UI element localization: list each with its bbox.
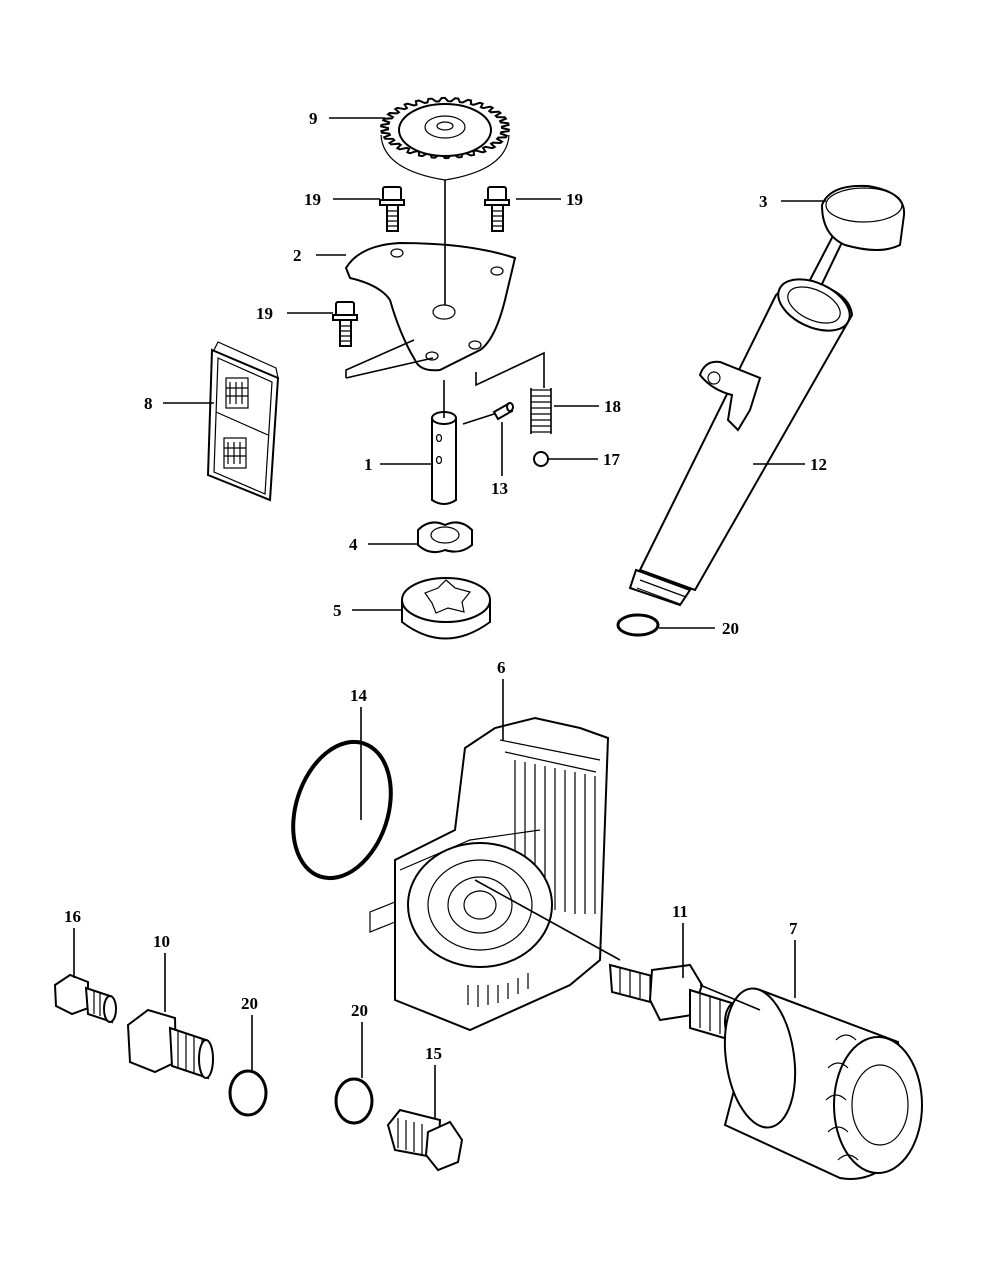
drive-gear-part-9 [379, 96, 511, 181]
pin-part-13 [492, 402, 514, 421]
o-ring-part-20-tube [616, 613, 660, 637]
bolt-part-19-left [379, 186, 405, 232]
ball-part-17 [533, 451, 549, 467]
callout-16: 16 [64, 907, 81, 926]
callout-19-lower: 19 [256, 304, 273, 323]
callout-7: 7 [789, 919, 798, 938]
pump-cover-plate-part-2 [344, 241, 517, 372]
callout-2: 2 [293, 246, 302, 265]
callout-12: 12 [810, 455, 827, 474]
spring-part-18 [530, 388, 552, 434]
callout-4: 4 [349, 535, 358, 554]
o-ring-part-20-right [334, 1077, 374, 1125]
callout-20-left: 20 [241, 994, 258, 1013]
drain-plug-part-15 [386, 1108, 464, 1172]
callout-19-upper-left: 19 [304, 190, 321, 209]
callout-9: 9 [309, 109, 318, 128]
oil-strainer-part-8 [206, 341, 280, 502]
callout-11: 11 [672, 902, 688, 921]
outer-rotor-part-5 [401, 577, 491, 640]
callout-14: 14 [350, 686, 368, 705]
callout-1: 1 [364, 455, 373, 474]
bolt-part-19-lower [332, 301, 358, 347]
o-ring-part-20-left [228, 1069, 268, 1117]
callout-6: 6 [497, 658, 506, 677]
callout-8: 8 [144, 394, 153, 413]
callout-15: 15 [425, 1044, 442, 1063]
pump-shaft-part-1 [431, 411, 457, 505]
bolt-part-19-right [484, 186, 510, 232]
oil-filter-part-7 [723, 987, 923, 1180]
fitting-part-10 [126, 1008, 214, 1080]
callout-labels: 9 19 19 2 19 8 1 13 18 17 4 5 3 12 20 14… [64, 109, 827, 1063]
callout-18: 18 [604, 397, 621, 416]
callout-13: 13 [491, 479, 508, 498]
callout-20-right: 20 [351, 1001, 368, 1020]
callout-20-tube: 20 [722, 619, 739, 638]
union-fitting-part-11 [608, 963, 746, 1044]
callout-10: 10 [153, 932, 170, 951]
plug-part-16 [53, 973, 117, 1024]
leader-lines [73, 117, 826, 1118]
assembly-guide-lines [345, 180, 761, 1011]
inner-rotor-part-4 [417, 521, 473, 554]
callout-17: 17 [603, 450, 621, 469]
oil-pump-body-part-6 [369, 716, 610, 1032]
callout-19-upper-right: 19 [566, 190, 583, 209]
callout-5: 5 [333, 601, 342, 620]
callout-3: 3 [759, 192, 768, 211]
o-ring-part-14 [291, 739, 393, 881]
oil-filler-tube-part-12 [628, 278, 854, 607]
